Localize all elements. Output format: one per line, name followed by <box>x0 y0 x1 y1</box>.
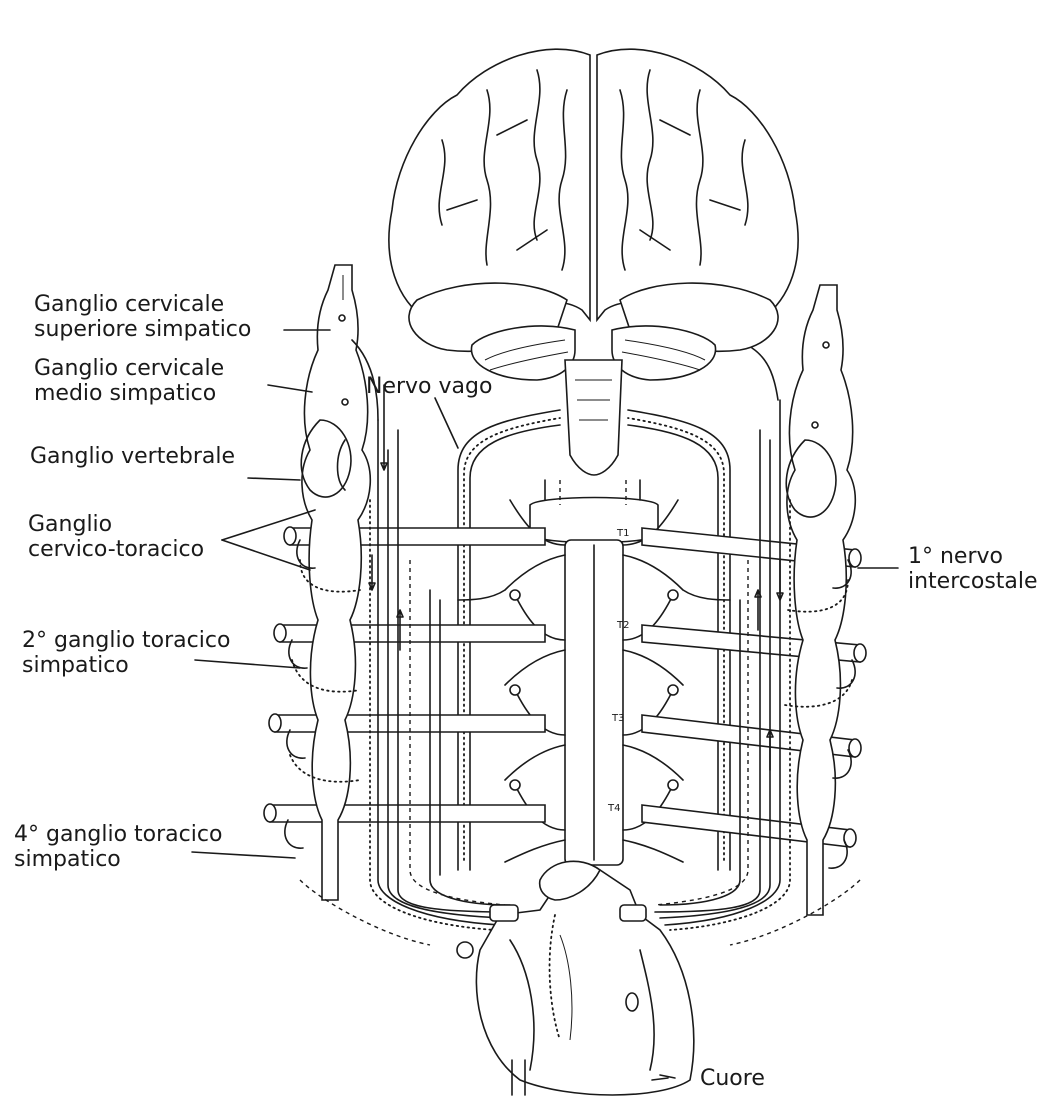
label-ganglio-cervicale-superiore: Ganglio cervicale superiore simpatico <box>34 292 251 342</box>
spinal-cord <box>530 498 658 866</box>
heart <box>457 861 694 1095</box>
brain <box>389 49 798 475</box>
segment-label-t2: T2 <box>617 620 629 632</box>
segment-label-t1: T1 <box>617 528 629 540</box>
label-nervo-vago: Nervo vago <box>366 374 492 399</box>
right-sympathetic-chain <box>785 285 855 915</box>
label-ganglio-cervico-toracico: Ganglio cervico-toracico <box>28 512 204 562</box>
label-ganglio-toracico-4: 4° ganglio toracico simpatico <box>14 822 222 872</box>
label-ganglio-toracico-2: 2° ganglio toracico simpatico <box>22 628 230 678</box>
segment-label-t3: T3 <box>612 713 624 725</box>
label-ganglio-cervicale-medio: Ganglio cervicale medio simpatico <box>34 356 224 406</box>
label-nervo-intercostale-1: 1° nervo intercostale <box>908 544 1038 594</box>
segment-label-t4: T4 <box>608 803 620 815</box>
label-ganglio-vertebrale: Ganglio vertebrale <box>30 444 235 469</box>
label-cuore: Cuore <box>700 1066 765 1091</box>
